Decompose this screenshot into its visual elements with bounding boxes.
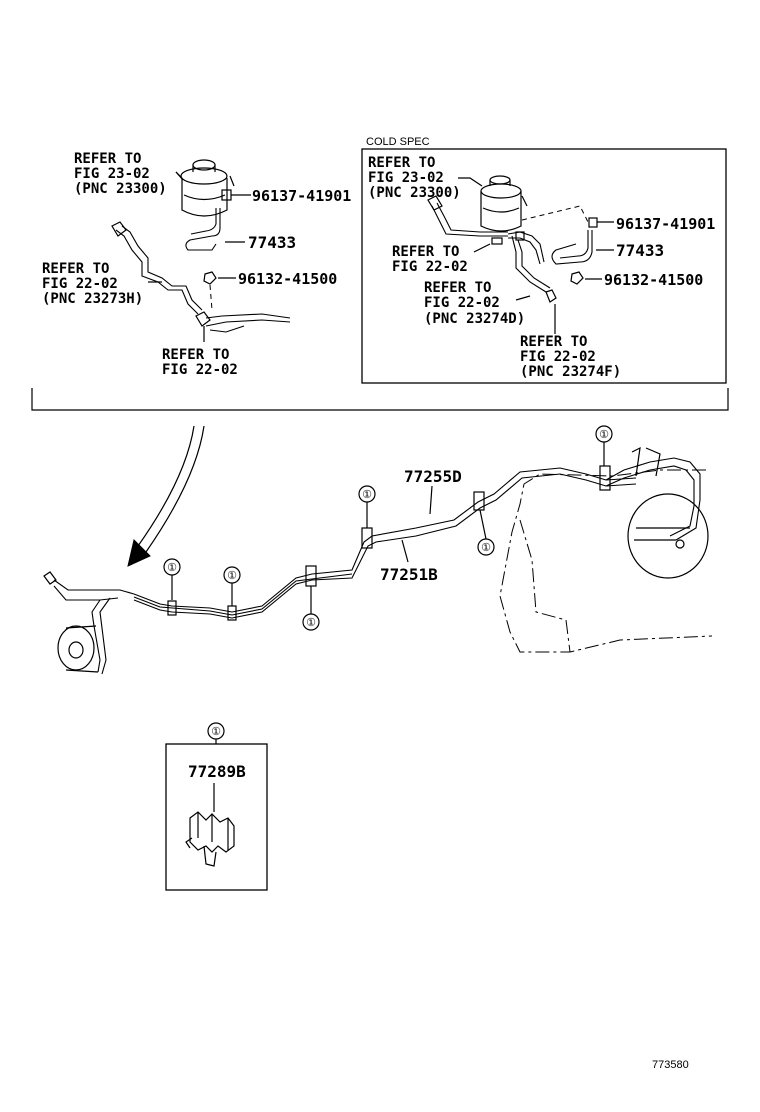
hose-77433-cold bbox=[551, 230, 614, 265]
ref-fuel-filter-left: REFER TO FIG 23-02 (PNC 23300) bbox=[74, 151, 167, 197]
part-77251b: 77251B bbox=[380, 565, 438, 584]
part-77289b: 77289B bbox=[188, 762, 246, 781]
ref-tube-left: REFER TO FIG 22-02 (PNC 23273H) bbox=[42, 261, 143, 307]
line-77251b bbox=[133, 473, 637, 619]
joint-left bbox=[195, 311, 291, 333]
svg-text:①: ① bbox=[362, 489, 372, 501]
svg-text:①: ① bbox=[167, 562, 177, 574]
diagram-id: 773580 bbox=[652, 1059, 689, 1071]
fuel-tube-cold bbox=[427, 195, 557, 303]
body-outline bbox=[499, 469, 713, 653]
part-clamp-left: 96132-41500 bbox=[238, 270, 337, 288]
left-assembly: REFER TO FIG 23-02 (PNC 23300) REFER TO … bbox=[42, 151, 351, 378]
part-hose-left: 77433 bbox=[248, 233, 296, 252]
fuel-tube-left bbox=[111, 221, 203, 315]
part-bolt-left: 96137-41901 bbox=[252, 187, 351, 205]
svg-text:①: ① bbox=[227, 570, 237, 582]
section-divider bbox=[31, 388, 729, 411]
cold-spec-frame bbox=[361, 148, 727, 384]
view-arrow-shaft bbox=[145, 425, 205, 553]
ref-bottom-left: REFER TO FIG 22-02 bbox=[162, 347, 238, 378]
clamp-detail-panel: ① 77289B bbox=[165, 722, 268, 891]
clamp-96132-41500-left bbox=[203, 271, 236, 311]
svg-text:①: ① bbox=[599, 429, 609, 441]
bolt-96137-41901-left bbox=[221, 189, 251, 201]
engine-end-fitting bbox=[43, 571, 135, 675]
svg-text:①: ① bbox=[211, 726, 221, 738]
ref-tube-f-cold: REFER TO FIG 22-02 (PNC 23274F) bbox=[520, 334, 621, 380]
ref-tube-d-cold: REFER TO FIG 22-02 (PNC 23274D) bbox=[424, 280, 525, 327]
tank-end-fitting bbox=[605, 446, 709, 579]
fuel-filter-cold bbox=[480, 175, 528, 232]
view-arrow-head bbox=[127, 539, 151, 567]
cold-spec-panel: COLD SPEC bbox=[361, 136, 727, 384]
part-hose-cold: 77433 bbox=[616, 241, 664, 260]
clip-77289b-drawing bbox=[185, 811, 235, 867]
svg-text:①: ① bbox=[481, 542, 491, 554]
hose-77433-left bbox=[185, 208, 245, 251]
line-77255d bbox=[133, 467, 637, 613]
clamp-detail-frame bbox=[165, 743, 268, 891]
clamp-96132-41500-cold bbox=[570, 271, 602, 285]
part-bolt-cold: 96137-41901 bbox=[616, 215, 715, 233]
part-77255d: 77255D bbox=[404, 467, 462, 486]
line-clamps bbox=[167, 465, 611, 621]
cold-spec-caption: COLD SPEC bbox=[366, 136, 430, 148]
main-line-assembly: ① ① ① ① ① ① 77255D 77251B bbox=[43, 425, 713, 675]
callout-markers: ① ① ① ① ① ① bbox=[163, 425, 613, 631]
part-clamp-cold: 96132-41500 bbox=[604, 271, 703, 289]
bolt-96137-41901-cold bbox=[521, 205, 614, 228]
svg-text:①: ① bbox=[306, 617, 316, 629]
ref-fuel-filter-cold: REFER TO FIG 23-02 (PNC 23300) bbox=[368, 155, 461, 201]
fuel-filter-left bbox=[175, 159, 235, 217]
ref-mid-cold: REFER TO FIG 22-02 bbox=[392, 244, 468, 275]
